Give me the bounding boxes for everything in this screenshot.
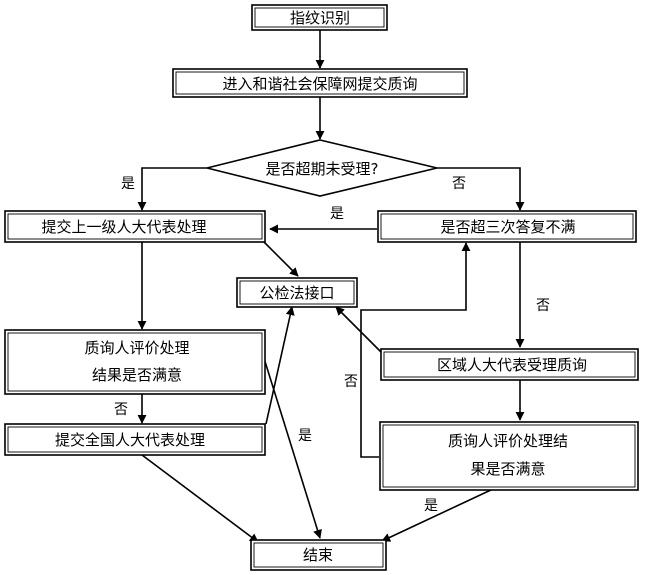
edge-left-eval-yes-to-end [262,354,322,539]
node-inquirer-eval-left-line1: 质询人评价处理 [84,339,189,357]
label-right-eval-no: 否 [344,374,358,390]
node-submit-inquiry-label: 进入和谐社会保障网提交质询 [222,75,417,93]
edge-regional-to-interface [335,306,382,353]
node-submit-upper-rep: 提交上一级人大代表处理 [4,210,266,243]
node-prosecutor-interface: 公检法接口 [236,277,358,308]
node-regional-rep-accept: 区域人大代表受理质询 [380,348,639,381]
node-three-unsatisfied-label: 是否超三次答复不满 [440,218,575,236]
edge-decision-no-to-three [437,167,525,211]
node-inquirer-eval-left: 质询人评价处理 结果是否满意 [4,329,266,395]
node-regional-rep-accept-label: 区域人大代表受理质询 [437,356,587,374]
connectors [137,30,525,543]
label-three-unsatisfied-no: 否 [536,298,550,314]
node-inquirer-eval-right: 质询人评价处理结 果是否满意 [379,421,639,491]
label-left-eval-yes: 是 [298,428,312,444]
edge-right-eval-no-to-three [360,242,471,458]
node-fingerprint: 指纹识别 [251,4,388,31]
node-inquirer-eval-right-line1: 质询人评价处理结 [448,432,568,450]
edge-upper-to-interface [261,239,299,277]
label-three-unsatisfied-yes: 是 [330,206,344,222]
node-submit-inquiry: 进入和谐社会保障网提交质询 [172,68,468,98]
label-overdue-yes: 是 [121,176,135,192]
node-end-label: 结束 [303,546,333,564]
edge-right-eval-yes-to-end [381,488,494,542]
edge-labels: 是 否 是 否 否 是 否 是 [114,176,550,514]
edge-national-to-interface [265,306,295,425]
node-submit-national-rep: 提交全国人大代表处理 [4,423,266,456]
node-overdue-decision: 是否超期未受理? [206,139,438,197]
label-right-eval-yes: 是 [424,498,438,514]
node-inquirer-eval-right-line2: 果是否满意 [470,460,545,478]
edge-national-to-end [141,454,259,543]
node-prosecutor-interface-label: 公检法接口 [259,284,334,302]
node-three-unsatisfied: 是否超三次答复不满 [377,210,637,243]
node-fingerprint-label: 指纹识别 [290,9,350,27]
node-overdue-decision-label: 是否超期未受理? [266,160,379,178]
node-inquirer-eval-left-line2: 结果是否满意 [92,366,182,384]
edge-decision-yes-to-upper [137,167,207,211]
label-left-eval-no: 否 [114,402,128,418]
label-overdue-no: 否 [452,176,466,192]
node-submit-national-rep-label: 提交全国人大代表处理 [55,431,205,449]
node-end: 结束 [250,539,387,571]
node-submit-upper-rep-label: 提交上一级人大代表处理 [41,218,206,236]
